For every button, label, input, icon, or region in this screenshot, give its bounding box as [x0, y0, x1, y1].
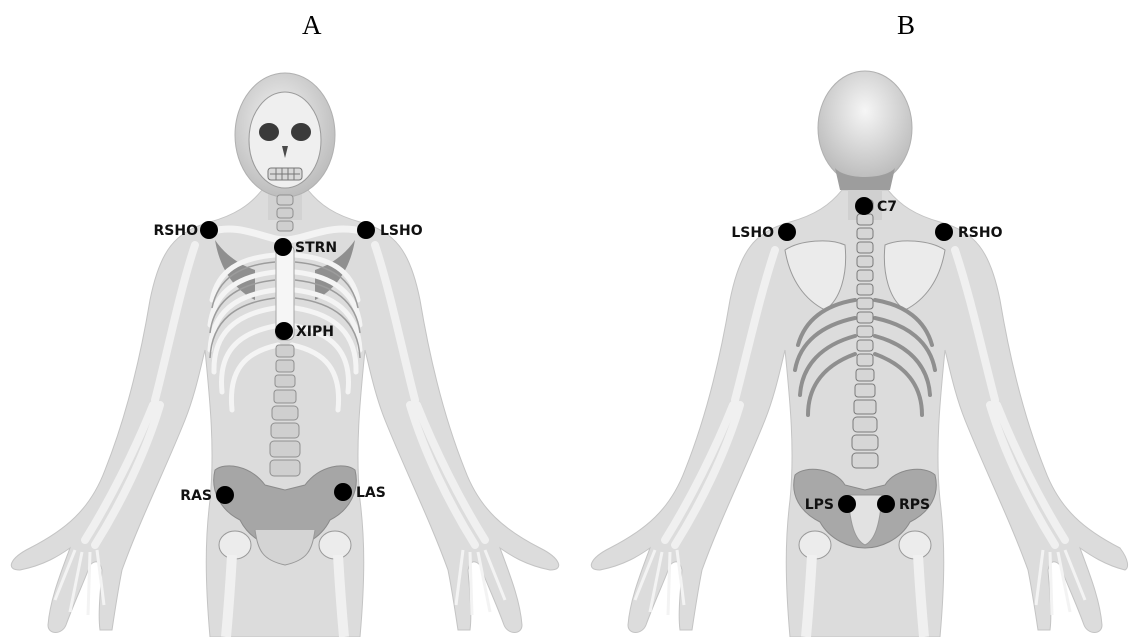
- marker-dot-xiph: [275, 322, 293, 340]
- front-skull: [249, 92, 321, 188]
- back-hip-left: [799, 531, 831, 559]
- marker-label-c7: C7: [877, 199, 897, 215]
- marker-dot-rps: [877, 495, 895, 513]
- marker-dot-lsho-front: [357, 221, 375, 239]
- marker-label-ras: RAS: [180, 488, 212, 504]
- marker-label-strn: STRN: [295, 240, 337, 256]
- marker-label-rsho-front: RSHO: [154, 223, 199, 239]
- front-femur-left: [226, 555, 232, 637]
- marker-label-rsho-back: RSHO: [958, 225, 1003, 241]
- marker-label-lsho-back: LSHO: [731, 225, 774, 241]
- marker-dot-ras: [216, 486, 234, 504]
- marker-dot-rsho-back: [935, 223, 953, 241]
- marker-label-lsho-front: LSHO: [380, 223, 423, 239]
- marker-dot-lps: [838, 495, 856, 513]
- marker-dot-lsho-back: [778, 223, 796, 241]
- marker-dot-rsho-front: [200, 221, 218, 239]
- marker-dot-strn: [274, 238, 292, 256]
- back-hip-right: [899, 531, 931, 559]
- marker-dot-las: [334, 483, 352, 501]
- marker-label-xiph: XIPH: [296, 324, 334, 340]
- back-head: [818, 71, 912, 185]
- front-hip-right: [319, 531, 351, 559]
- front-hip-left: [219, 531, 251, 559]
- marker-label-lps: LPS: [805, 497, 834, 513]
- back-skeleton: [591, 71, 1127, 637]
- front-femur-right: [338, 555, 344, 637]
- marker-dot-c7: [855, 197, 873, 215]
- back-femur-left: [806, 555, 812, 637]
- marker-label-rps: RPS: [899, 497, 930, 513]
- front-skeleton: [11, 73, 558, 637]
- marker-label-las: LAS: [356, 485, 386, 501]
- back-femur-right: [918, 555, 924, 637]
